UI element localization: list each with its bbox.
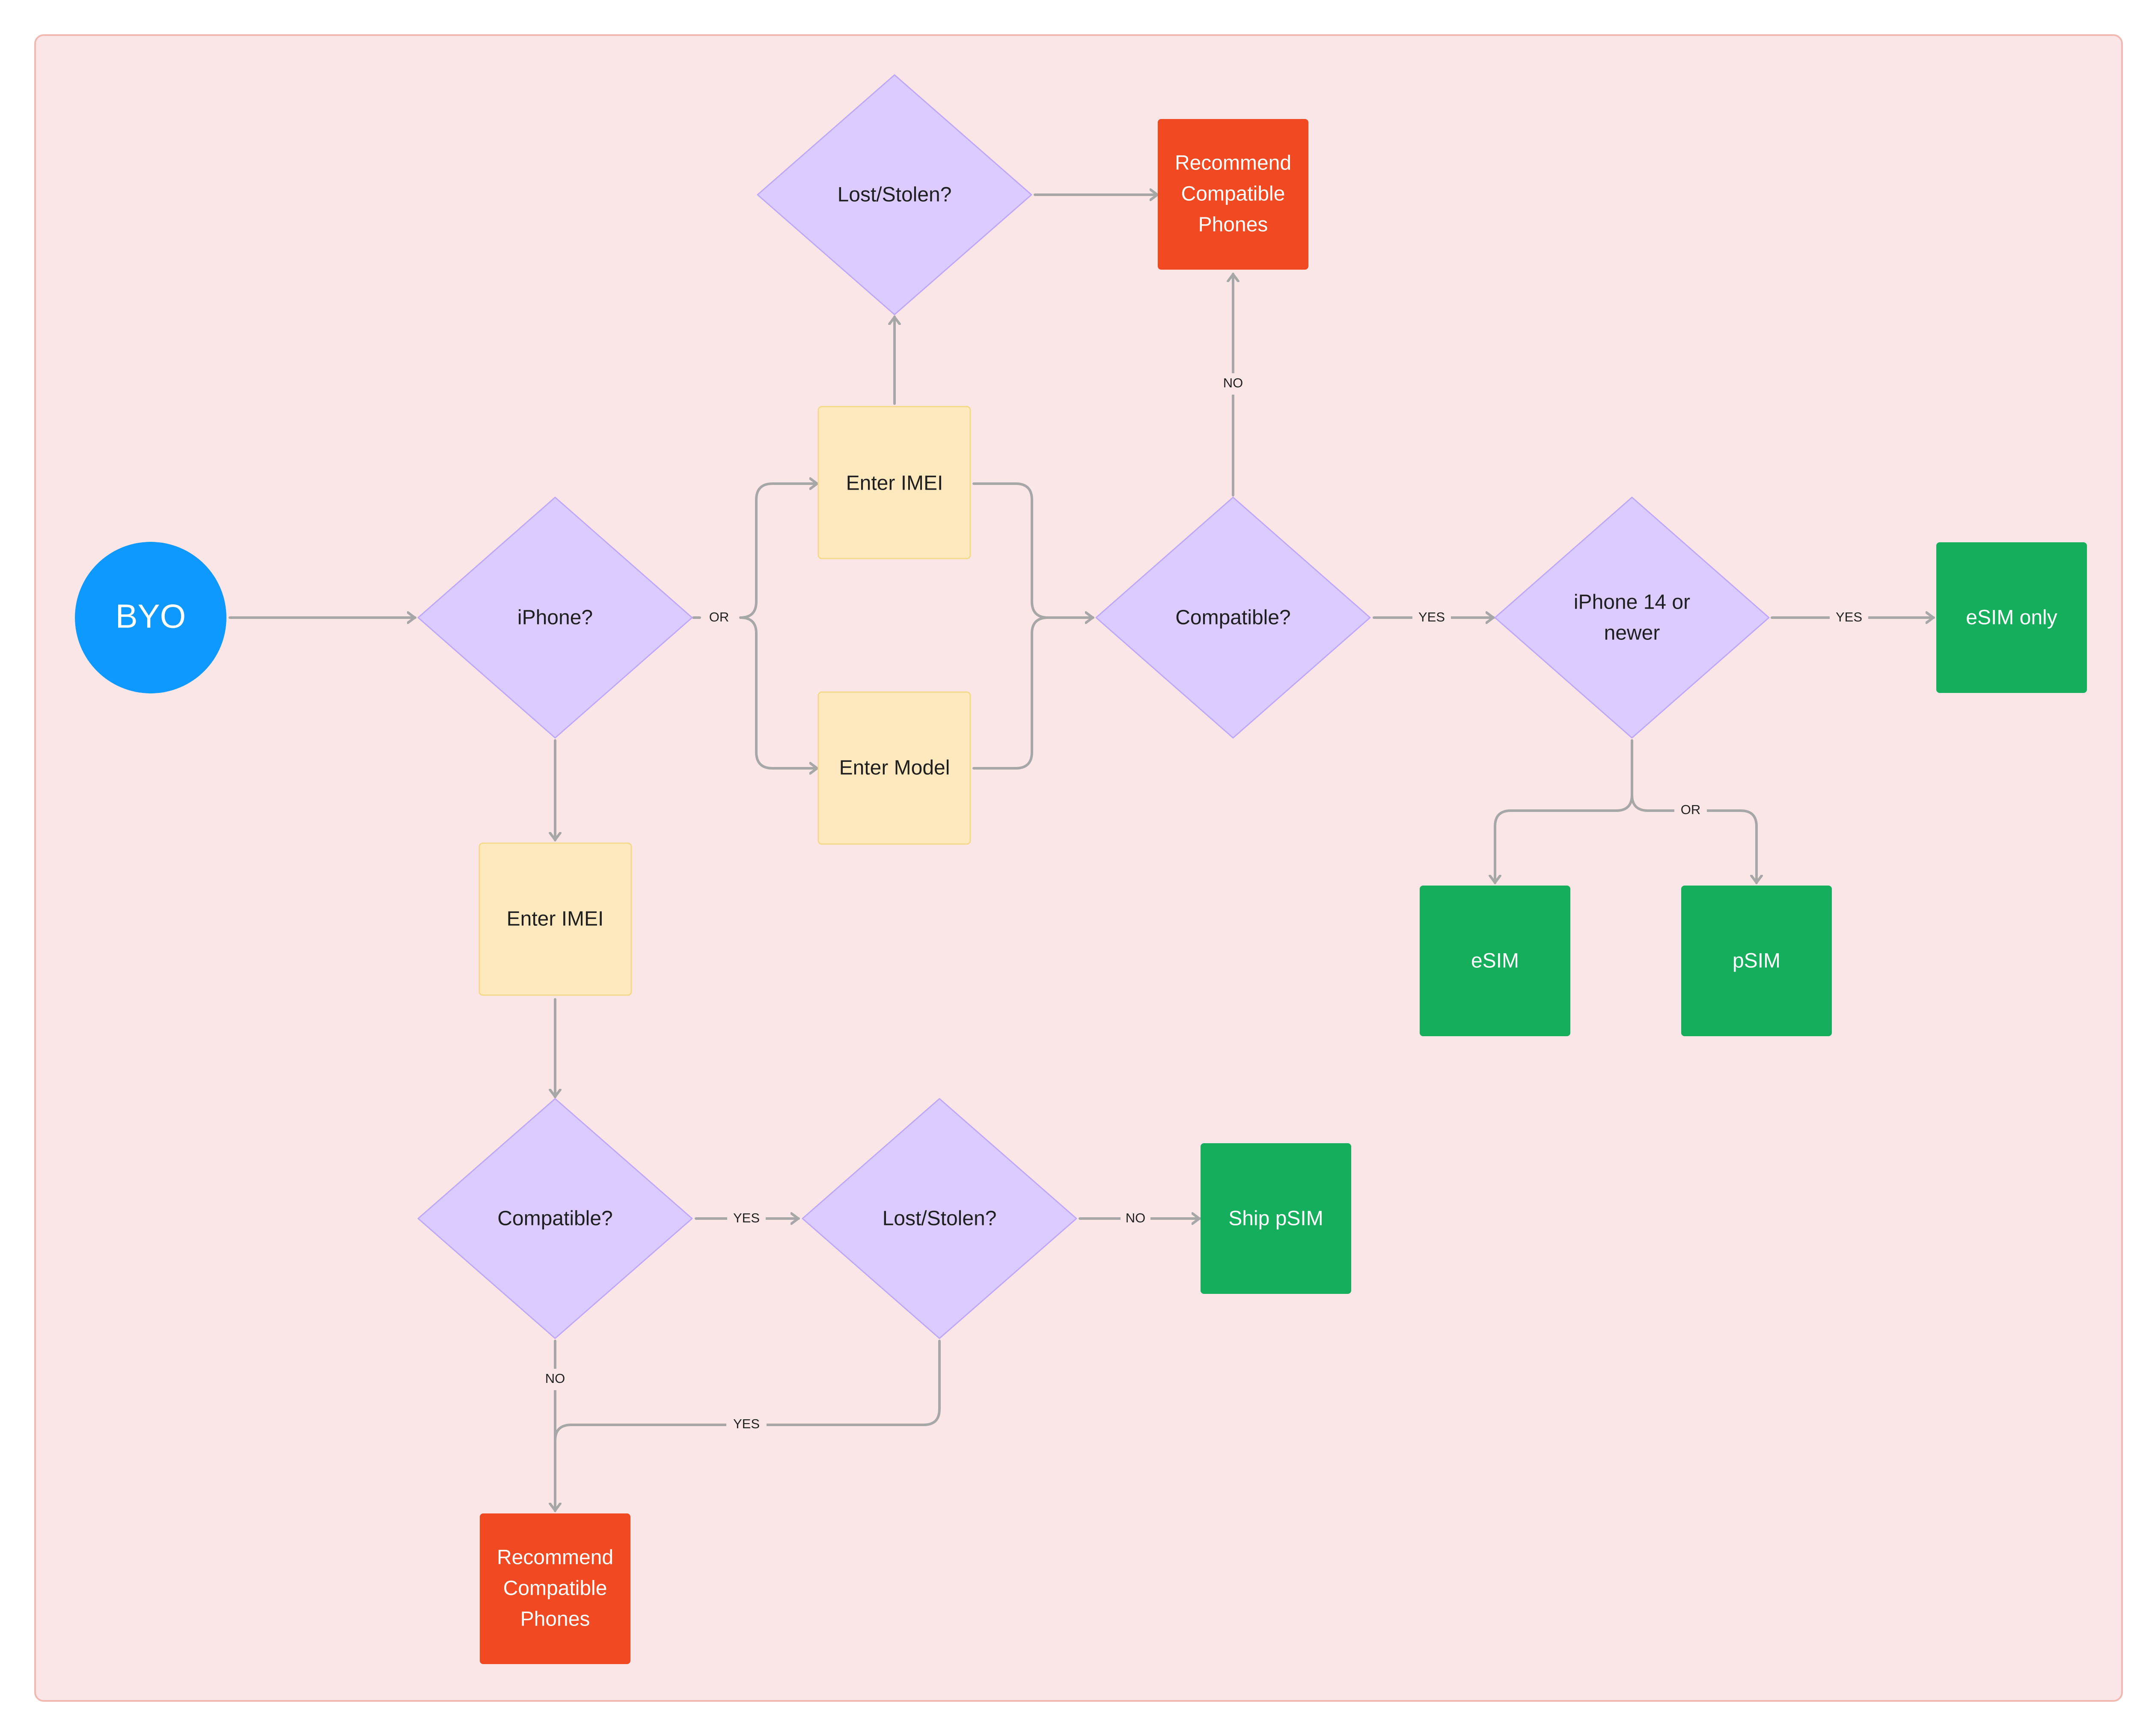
input-box: [817, 691, 971, 845]
decision-iphone-label: iPhone?: [517, 606, 593, 629]
result-psim-label: pSIM: [1733, 950, 1780, 972]
edge-iphone-or-split-bottom: [739, 616, 819, 768]
result-recommend-bottom-line-1: Recommend: [497, 1546, 613, 1569]
decision-diamond: [757, 74, 1032, 315]
decision-diamond: [1095, 496, 1371, 739]
result-box: [1420, 886, 1570, 1036]
edge-iphone14-or-to-psim: [1631, 794, 1757, 884]
edge-enter-model-to-compatible-top: [972, 616, 1049, 770]
result-box: [1201, 1143, 1351, 1294]
decision-iphone-14-line-1: iPhone 14 or: [1574, 591, 1690, 614]
edge-iphone14-or-to-esim: [1495, 739, 1633, 884]
result-recommend-bottom-line-2: Compatible: [503, 1577, 607, 1600]
decision-diamond: [417, 496, 693, 739]
edge-label-yes-lost-bottom: YES: [733, 1416, 760, 1431]
decision-compatible-bottom-label: Compatible?: [497, 1207, 612, 1230]
result-esim-only-label: eSIM only: [1966, 606, 2057, 629]
edge-label-or-iphone: OR: [709, 609, 729, 624]
result-box: [480, 1513, 630, 1664]
start-node-byo[interactable]: BYO: [75, 542, 226, 693]
edge-lost-bottom-to-recommend-bottom: [554, 1340, 941, 1442]
input-enter-model[interactable]: Enter Model: [817, 691, 971, 845]
decision-diamond: [802, 1098, 1077, 1339]
result-esim[interactable]: eSIM: [1420, 886, 1570, 1036]
edge-label-no-compatible-bottom: NO: [545, 1371, 565, 1386]
connectors: [229, 195, 1935, 1512]
result-box: [1158, 119, 1308, 270]
decision-compatible-bottom[interactable]: Compatible?: [417, 1098, 693, 1339]
edge-label-yes-iphone14: YES: [1836, 609, 1862, 624]
input-enter-imei-bottom-label: Enter IMEI: [507, 908, 604, 930]
start-label: BYO: [116, 597, 186, 635]
result-recommend-bottom-line-3: Phones: [520, 1608, 590, 1631]
decision-lost-stolen-bottom[interactable]: Lost/Stolen?: [802, 1098, 1077, 1339]
decision-diamond: [1494, 496, 1770, 739]
edge-label-or-iphone14: OR: [1681, 802, 1701, 817]
edge-iphone-or-split-top: [739, 484, 819, 619]
decision-diamond: [417, 1098, 693, 1339]
result-esim-label: eSIM: [1471, 950, 1519, 972]
decision-iphone[interactable]: iPhone?: [417, 496, 693, 739]
result-box: [1681, 886, 1832, 1036]
result-box: [1936, 542, 2087, 693]
input-enter-imei-top[interactable]: Enter IMEI: [817, 406, 971, 559]
result-ship-psim[interactable]: Ship pSIM: [1201, 1143, 1351, 1294]
result-recommend-compatible-phones-top[interactable]: Recommend Compatible Phones: [1158, 119, 1308, 270]
result-ship-psim-label: Ship pSIM: [1228, 1207, 1323, 1230]
start-circle: [75, 542, 226, 693]
input-enter-imei-top-label: Enter IMEI: [846, 472, 943, 495]
edge-label-yes-compatible-top: YES: [1418, 609, 1445, 624]
result-esim-only[interactable]: eSIM only: [1936, 542, 2087, 693]
result-psim[interactable]: pSIM: [1681, 886, 1832, 1036]
result-recommend-top-line-3: Phones: [1198, 214, 1268, 236]
edge-labels: OR NO YES YES OR YES NO NO YES: [540, 373, 1868, 1434]
input-box: [479, 842, 632, 996]
decision-lost-stolen-top[interactable]: Lost/Stolen?: [757, 74, 1032, 315]
edge-label-no-compatible-top: NO: [1223, 375, 1243, 390]
edge-label-no-lost-bottom: NO: [1126, 1210, 1146, 1225]
decision-lost-stolen-bottom-label: Lost/Stolen?: [883, 1207, 997, 1230]
input-enter-model-label: Enter Model: [839, 757, 950, 779]
result-recommend-compatible-phones-bottom[interactable]: Recommend Compatible Phones: [480, 1513, 630, 1664]
result-recommend-top-line-1: Recommend: [1175, 152, 1291, 175]
decision-iphone-14-or-newer[interactable]: iPhone 14 or newer: [1494, 496, 1770, 739]
edge-enter-imei-to-compatible-top: [972, 482, 1094, 618]
input-enter-imei-bottom[interactable]: Enter IMEI: [479, 842, 632, 996]
edge-label-yes-compatible-bottom: YES: [733, 1210, 760, 1225]
input-box: [817, 406, 971, 559]
result-recommend-top-line-2: Compatible: [1181, 183, 1285, 205]
decision-iphone-14-line-2: newer: [1604, 622, 1660, 645]
decision-compatible-top-label: Compatible?: [1175, 606, 1290, 629]
decision-lost-stolen-top-label: Lost/Stolen?: [838, 184, 952, 206]
decision-compatible-top[interactable]: Compatible?: [1095, 496, 1371, 739]
diagram-canvas: [34, 34, 2123, 1702]
